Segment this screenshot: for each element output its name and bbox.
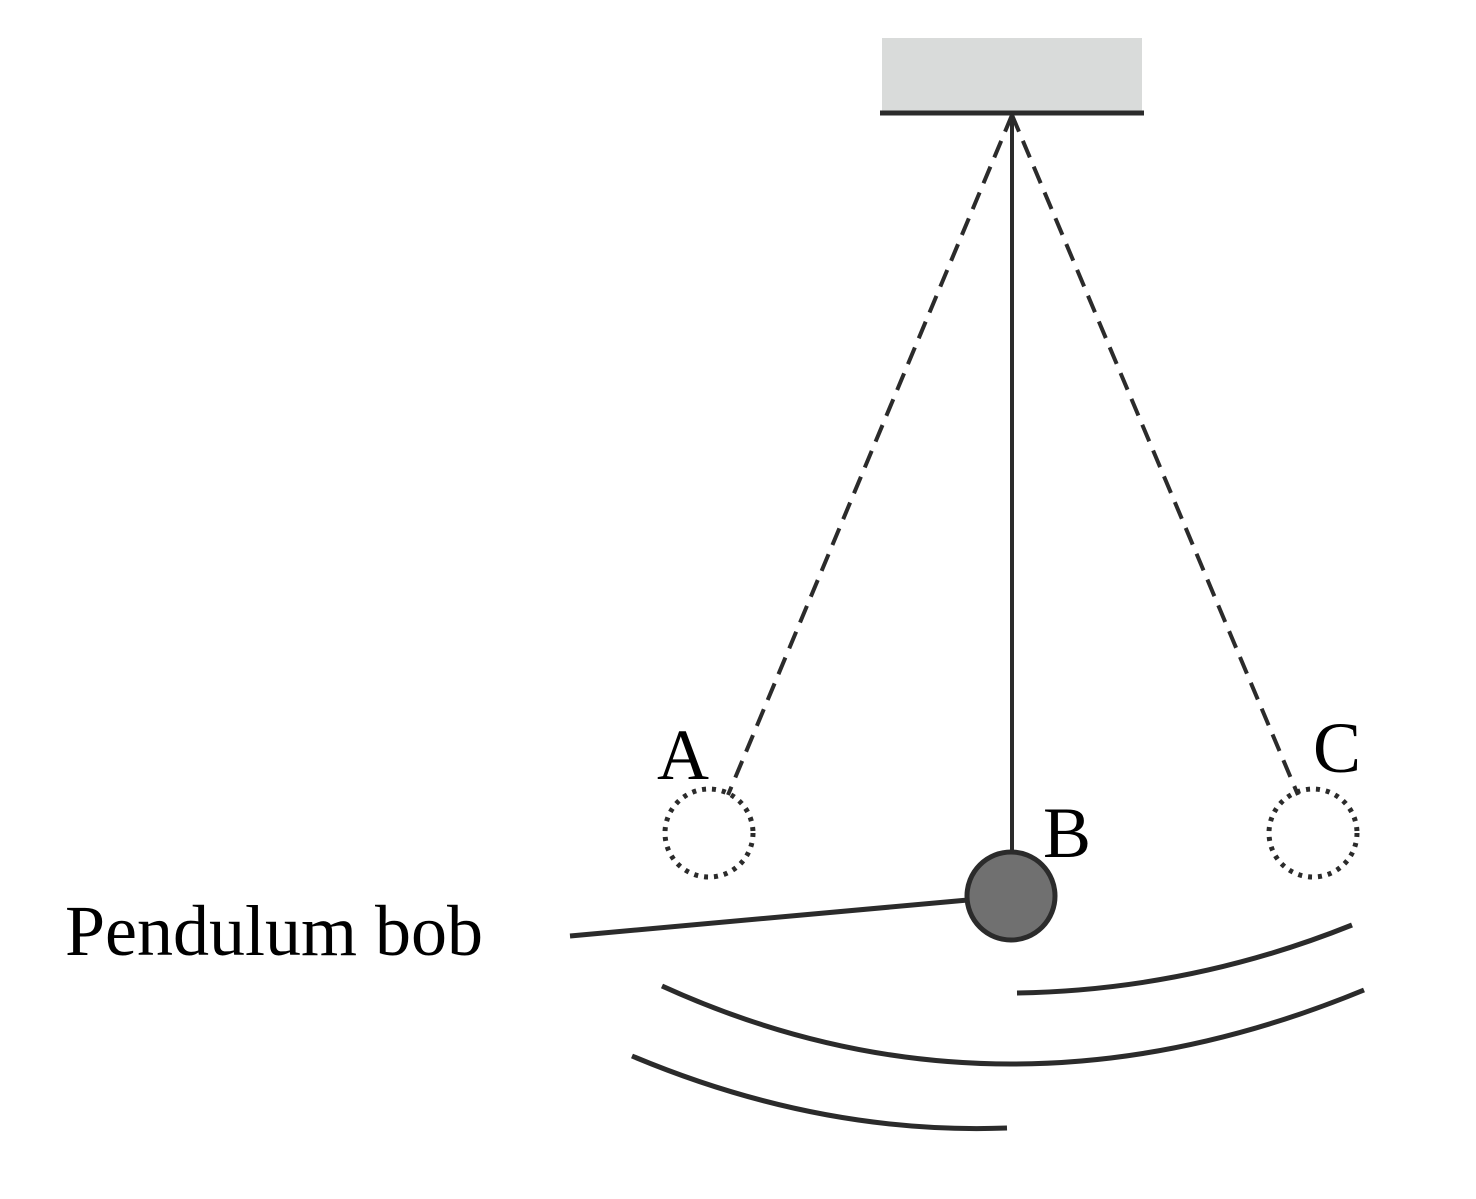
label-a: A bbox=[657, 715, 709, 795]
string-position-a bbox=[726, 114, 1014, 796]
motion-arc-right bbox=[1016, 922, 1353, 996]
label-c: C bbox=[1313, 708, 1361, 788]
ceiling-support bbox=[882, 38, 1142, 113]
motion-arc-middle bbox=[660, 983, 1365, 1067]
bob-leader-line bbox=[569, 897, 969, 939]
bob-position-a bbox=[662, 786, 756, 880]
pendulum-bob bbox=[964, 849, 1058, 943]
bob-position-c bbox=[1266, 786, 1360, 880]
motion-arc-left bbox=[631, 1053, 1008, 1132]
label-pendulum-bob: Pendulum bob bbox=[65, 891, 483, 971]
string-position-c bbox=[1010, 114, 1300, 796]
label-b: B bbox=[1043, 793, 1091, 873]
